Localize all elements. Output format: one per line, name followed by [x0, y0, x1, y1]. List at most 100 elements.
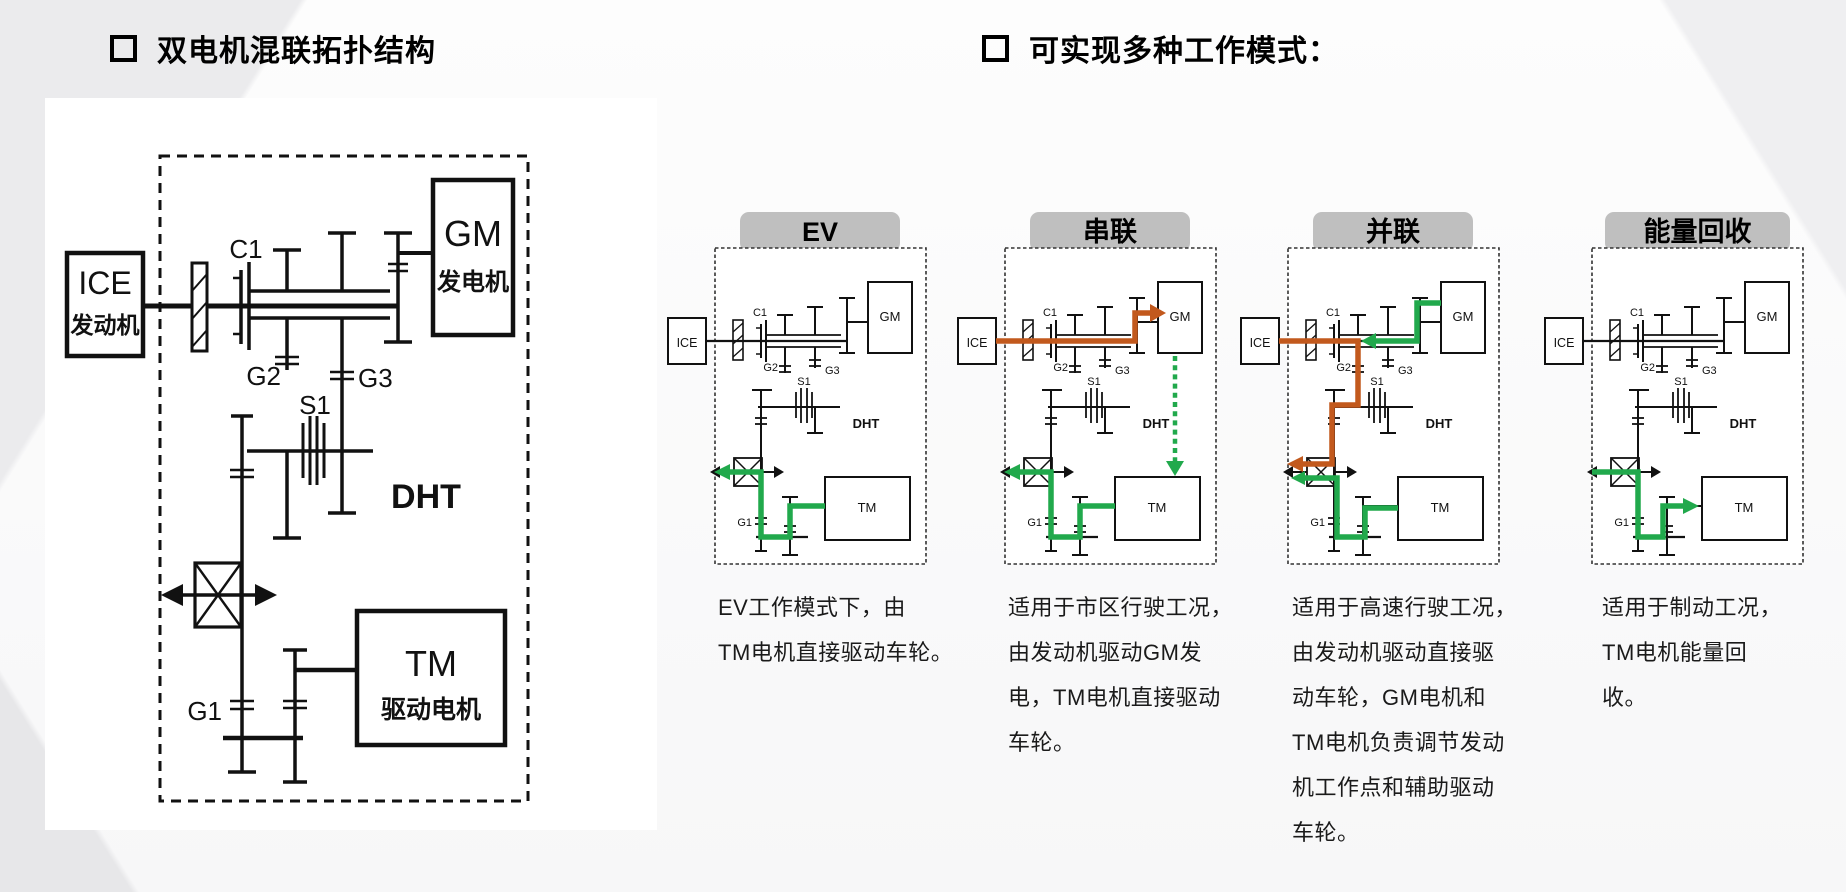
left-title: 双电机混联拓扑结构	[110, 26, 436, 70]
gm-box	[1440, 281, 1486, 354]
c1-label: C1	[229, 234, 262, 264]
tm-box	[824, 476, 911, 541]
torsional-damper	[190, 261, 209, 353]
g3-label: G3	[1398, 365, 1413, 377]
dht-label: DHT	[1143, 416, 1170, 431]
mode-label-regen: 能量回收	[1605, 212, 1790, 252]
axle-right-arrow-icon	[774, 466, 784, 478]
s1-label: S1	[299, 390, 331, 420]
c1-label: C1	[1630, 307, 1644, 319]
g1-label: G1	[187, 696, 222, 726]
tm-label: TM	[405, 643, 457, 684]
ice-box	[667, 317, 707, 365]
square-bullet-icon	[982, 34, 1009, 62]
gm-label: GM	[1757, 309, 1778, 324]
ice-box	[957, 317, 997, 365]
power-flow-arrow-icon	[1683, 498, 1699, 514]
g1-label: G1	[737, 517, 752, 529]
g1-label: G1	[1614, 517, 1629, 529]
dht-dashed-boundary	[158, 154, 530, 803]
tm-box	[1701, 476, 1788, 541]
g3-label: G3	[825, 365, 840, 377]
right-title: 可实现多种工作模式：	[982, 26, 1339, 70]
main-topology-svg: ICE 发动机 GM 发电机 TM 驱动电机 DHT C1 G2 G3 S1 G…	[64, 154, 530, 803]
s1-label: S1	[797, 376, 810, 388]
mode-label-ev: EV	[740, 212, 900, 252]
ice-label: ICE	[677, 336, 698, 350]
tm-box	[354, 608, 508, 748]
mode-label-parallel: 并联	[1313, 212, 1473, 252]
c1-label: C1	[753, 307, 767, 319]
tm-box	[1114, 476, 1201, 541]
dht-label: DHT	[1730, 416, 1757, 431]
axle-right-arrow-icon	[1651, 466, 1661, 478]
power-flow-solid	[1376, 300, 1441, 344]
square-bullet-icon	[110, 34, 137, 62]
ice-sublabel: 发动机	[70, 312, 140, 338]
tm-sublabel: 驱动电机	[381, 696, 481, 724]
g2-label: G2	[1640, 362, 1655, 374]
power-flow-solid	[1592, 469, 1684, 540]
power-flow-solid	[996, 310, 1152, 344]
gm-box	[867, 281, 913, 354]
axle-left-arrow-icon	[161, 584, 183, 606]
power-flow-arrow-icon	[714, 464, 730, 480]
gm-label: GM	[880, 309, 901, 324]
ice-label: ICE	[967, 336, 988, 350]
g1-label: G1	[1027, 517, 1042, 529]
axle-left-arrow-icon	[1283, 466, 1293, 478]
s1-label: S1	[1087, 376, 1100, 388]
g2-label: G2	[763, 362, 778, 374]
tm-label: TM	[858, 500, 877, 515]
g2-label: G2	[246, 361, 281, 391]
gm-box	[430, 177, 516, 338]
dht-label: DHT	[853, 416, 880, 431]
g3-label: G3	[358, 363, 393, 393]
left-title-text: 双电机混联拓扑结构	[157, 35, 436, 68]
gm-box	[1157, 281, 1203, 354]
power-flow-solid	[1305, 475, 1398, 540]
g2-label: G2	[1053, 362, 1068, 374]
tm-box	[1397, 476, 1484, 541]
power-flow-arrow-icon	[1291, 471, 1305, 485]
dht-label: DHT	[391, 478, 461, 516]
gm-box	[1744, 281, 1790, 354]
ice-label: ICE	[1250, 336, 1271, 350]
s1-label: S1	[1674, 376, 1687, 388]
g3-label: G3	[1115, 365, 1130, 377]
tm-label: TM	[1148, 500, 1167, 515]
main-topology-diagram: ICE 发动机 GM 发电机 TM 驱动电机 DHT C1 G2 G3 S1 G…	[45, 98, 657, 830]
gm-sublabel: 发电机	[436, 268, 509, 296]
mode-caption-regen: 适用于制动工况， TM电机能量回 收。	[1602, 595, 1783, 710]
tm-label: TM	[1735, 500, 1754, 515]
power-flow-solid	[730, 469, 825, 540]
ice-label: ICE	[78, 265, 131, 301]
g2-label: G2	[1336, 362, 1351, 374]
power-flow-arrow-icon	[1150, 304, 1166, 322]
ice-box	[64, 250, 146, 359]
g3-label: G3	[1702, 365, 1717, 377]
mode-caption-parallel: 适用于高速行驶工况， 由发动机驱动直接驱 动车轮，GM电机和 TM电机负责调节发…	[1292, 595, 1518, 845]
power-flow-arrow-icon	[1004, 464, 1020, 480]
axle-right-arrow-icon	[1347, 466, 1357, 478]
ice-label: ICE	[1554, 336, 1575, 350]
gm-label: GM	[444, 213, 502, 254]
axle-right-arrow-icon	[255, 584, 277, 606]
power-flow-arrow-icon	[1287, 456, 1303, 472]
mode-label-series: 串联	[1030, 212, 1190, 252]
c1-label: C1	[1326, 307, 1340, 319]
power-flow-solid	[1020, 469, 1115, 540]
power-flow-arrow-icon	[1166, 461, 1184, 476]
axle-right-arrow-icon	[1064, 466, 1074, 478]
s1-label: S1	[1370, 376, 1383, 388]
dht-label: DHT	[1426, 416, 1453, 431]
g1-label: G1	[1310, 517, 1325, 529]
